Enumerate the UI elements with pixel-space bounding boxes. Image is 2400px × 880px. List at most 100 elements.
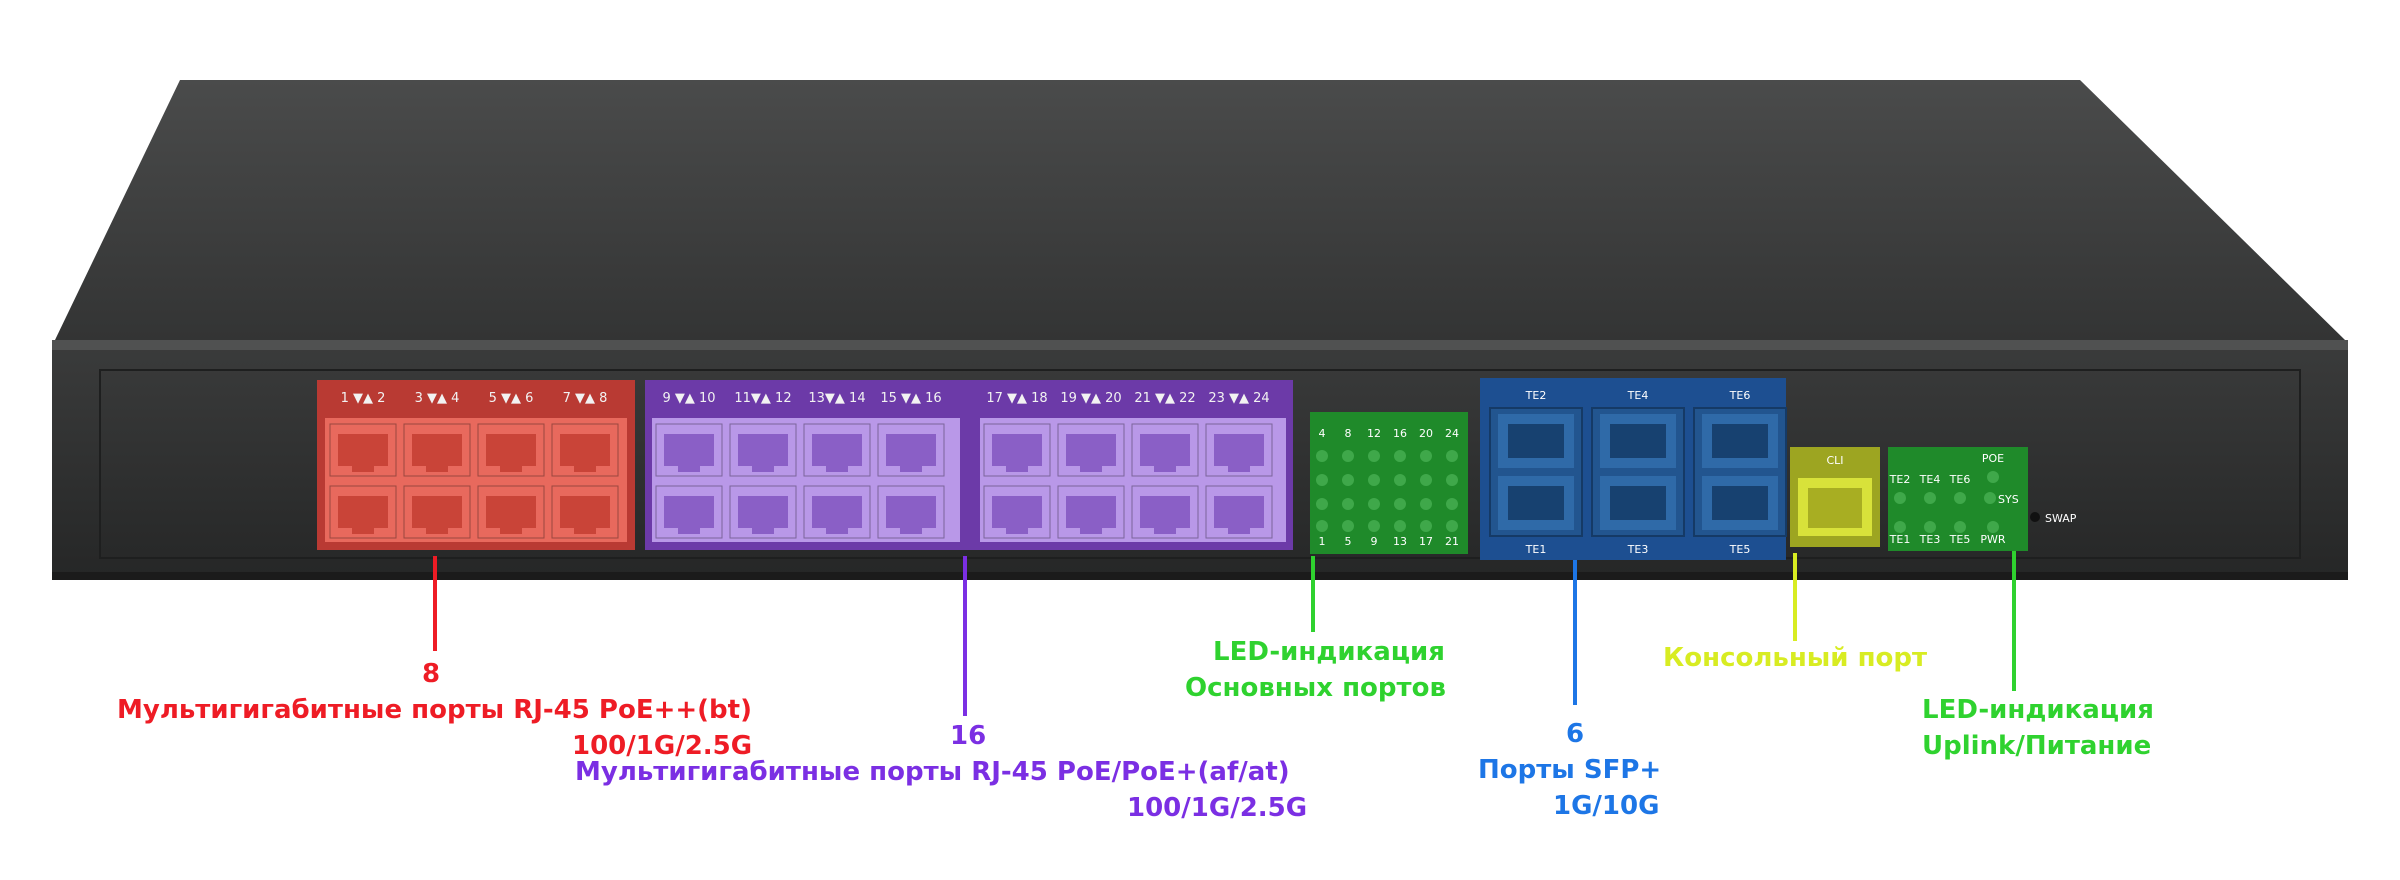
label-line2: 1G/10G [1553,791,1660,821]
rj45-port-17 [983,423,1051,477]
port-led [1342,450,1354,462]
label-line1: LED-индикация [1922,695,2154,725]
uplink-led [1894,492,1906,504]
port-led [1446,520,1458,532]
swap-label: SWAP [2045,512,2077,525]
port-led [1446,474,1458,486]
port-led [1394,520,1406,532]
rj45-port-21 [1131,423,1199,477]
port-led [1316,498,1328,510]
rj45-ports-9-24 [655,423,1273,539]
rj45-port-22 [1131,485,1199,539]
label-poe-plus-plus-ports: 8 Мультигигабитные порты RJ-45 PoE++(bt)… [100,656,780,764]
port-led [1368,498,1380,510]
uplink-led-label: TE1 [1889,533,1911,546]
port-led [1420,498,1432,510]
poe-led [1987,471,1999,483]
port-led [1446,450,1458,462]
port-led [1368,450,1380,462]
label-count: 8 [422,659,441,689]
port-led [1420,450,1432,462]
rj45-port-7 [551,423,619,477]
rj45-port-23 [1205,423,1273,477]
leader-line-blue [1573,560,1577,705]
led-number-label: 4 [1319,427,1326,440]
uplink-led [1924,521,1936,533]
console-label: CLI [1826,454,1843,467]
led-number-label: 8 [1345,427,1352,440]
poe-label: POE [1982,452,2004,465]
sfp-bottom-label: TE1 [1525,543,1547,556]
label-line2: Uplink/Питание [1922,731,2152,761]
leader-line-green-uplink [2012,551,2016,691]
port-led [1394,450,1406,462]
console-port-block [1790,447,1880,547]
sfp-top-label: TE4 [1627,389,1649,402]
rj45-port-13 [803,423,871,477]
rj45-port-5 [477,423,545,477]
uplink-led [1954,492,1966,504]
pwr-led [1987,521,1999,533]
led-number-label: 24 [1445,427,1459,440]
port-led [1316,450,1328,462]
swap-button [2030,512,2040,522]
rj45-port-20 [1057,485,1125,539]
rj45-port-12 [729,485,797,539]
port-led [1342,498,1354,510]
uplink-led [1924,492,1936,504]
uplink-led [1954,521,1966,533]
rj45-port-6 [477,485,545,539]
sys-led [1984,492,1996,504]
rj45-port-16 [877,485,945,539]
leader-line-green-main [1311,556,1315,632]
port-led [1420,520,1432,532]
sfp-bottom-label: TE5 [1729,543,1751,556]
label-line2: Основных портов [1185,673,1446,703]
port-led [1368,474,1380,486]
uplink-led-label: TE4 [1919,473,1941,486]
rj45-port-4 [403,485,471,539]
rj45-ports-1-8 [329,423,619,539]
leader-line-purple [963,556,967,716]
rj45-port-19 [1057,423,1125,477]
rj45-port-11 [729,423,797,477]
port-pair-label: 7 ▼▲ 8 [563,391,608,406]
main-led-panel [1310,412,1468,554]
sys-label: SYS [1998,493,2019,506]
label-sfp-ports: 6 Порты SFP+ 1G/10G [1478,716,1661,824]
port-led [1394,498,1406,510]
port-pair-label: 11▼▲ 12 [734,391,791,406]
port-pair-label: 23 ▼▲ 24 [1208,391,1269,406]
port-pair-label: 5 ▼▲ 6 [489,391,534,406]
label-main-led: LED-индикация Основных портов [1185,634,1446,706]
port-led [1316,474,1328,486]
led-number-label: 17 [1419,535,1433,548]
port-pair-label: 3 ▼▲ 4 [415,391,460,406]
label-line1: LED-индикация [1213,637,1445,667]
led-number-label: 1 [1319,535,1326,548]
rj45-port-2 [329,485,397,539]
port-pair-label: 1 ▼▲ 2 [341,391,386,406]
rj45-port-9 [655,423,723,477]
port-pair-label: 19 ▼▲ 20 [1060,391,1121,406]
label-console-port: Консольный порт [1663,640,1927,676]
led-number-label: 5 [1345,535,1352,548]
rj45-port-10 [655,485,723,539]
switch-top-cover [55,80,2345,340]
rj45-port-3 [403,423,471,477]
port-led [1446,498,1458,510]
port-led [1420,474,1432,486]
label-count: 16 [950,721,987,751]
leader-line-red [433,556,437,651]
led-number-label: 21 [1445,535,1459,548]
port-pair-label: 13▼▲ 14 [808,391,865,406]
port-pair-label: 15 ▼▲ 16 [880,391,941,406]
label-count: 6 [1566,719,1585,749]
rj45-port-8 [551,485,619,539]
